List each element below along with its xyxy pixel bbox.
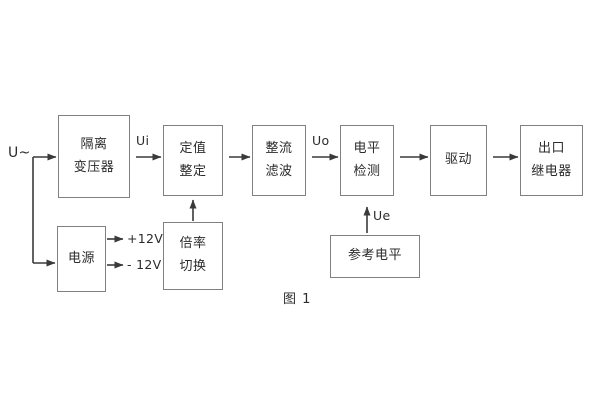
node-label-line: 参考电平 [347,248,402,264]
signal-label-positive-12v: +12V [127,231,164,246]
node-level-detect[interactable]: 电平 检测 [340,125,394,196]
node-label-line: 检测 [353,163,381,179]
node-label-line: 整定 [179,163,207,179]
node-rectify-filter[interactable]: 整流 滤波 [252,125,306,196]
node-reference-level[interactable]: 参考电平 [330,235,420,278]
node-output-relay[interactable]: 出口 继电器 [520,125,583,196]
input-voltage-label: U~ [8,145,31,161]
node-label-line: 定值 [179,140,207,156]
node-label-line: 继电器 [531,163,572,179]
node-isolation-transformer[interactable]: 隔离 变压器 [58,115,130,198]
node-setting-adjust[interactable]: 定值 整定 [163,125,223,196]
node-multiplier-switch[interactable]: 倍率 切换 [163,222,223,290]
node-driver[interactable]: 驱动 [430,125,487,196]
signal-label-ue: Ue [373,208,391,223]
node-label-line: 驱动 [444,152,472,168]
node-label-line: 切换 [179,259,207,274]
node-label-line: 倍率 [179,236,207,252]
node-label-line: 滤波 [265,163,293,179]
node-label-line: 隔离 [80,136,108,152]
node-label-line: 出口 [537,140,565,156]
signal-label-negative-12v: - 12V [127,257,162,272]
signal-label-ui: Ui [136,133,150,148]
node-power-supply[interactable]: 电源 [57,226,106,292]
node-label-line: 电平 [353,140,381,156]
node-label-line: 变压器 [73,159,115,175]
node-label-line: 整流 [265,140,293,156]
signal-label-uo: Uo [312,133,330,148]
figure-caption: 图 1 [283,292,312,307]
node-label-line: 电源 [67,250,95,266]
